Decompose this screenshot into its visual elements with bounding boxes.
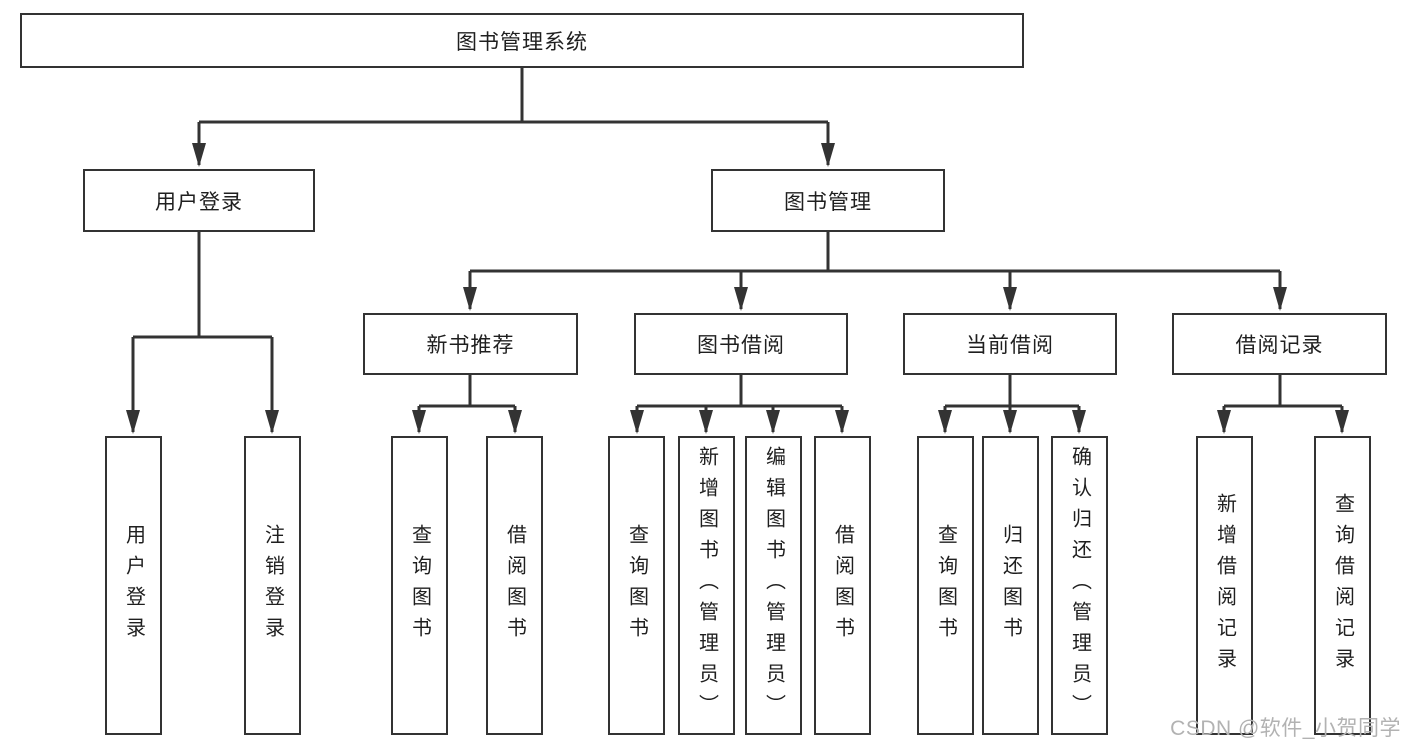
branch-borrow-records [1224, 375, 1342, 408]
leaf-return-book: 归还图书 [982, 436, 1039, 735]
branch-book-borrow [637, 375, 842, 408]
node-label: 确认归还（管理员） [1068, 446, 1091, 725]
node-label: 当前借阅 [966, 334, 1054, 357]
node-label: 借阅图书 [831, 523, 854, 648]
node-book-management: 图书管理 [711, 169, 945, 232]
node-label: 编辑图书（管理员） [762, 446, 785, 725]
leaf-query-books-borrow: 查询图书 [608, 436, 665, 735]
node-label: 查询借阅记录 [1331, 492, 1354, 679]
leaf-edit-book-admin: 编辑图书（管理员） [745, 436, 802, 735]
node-label: 归还图书 [999, 523, 1022, 648]
branch-book-management [470, 232, 1280, 273]
node-label: 新书推荐 [426, 334, 515, 357]
branch-current-borrow [945, 375, 1079, 408]
node-label: 用户登录 [155, 190, 243, 214]
node-label: 图书借阅 [697, 334, 785, 357]
branch-new-book [419, 375, 515, 408]
node-label: 查询图书 [408, 523, 431, 648]
node-book-borrow: 图书借阅 [634, 313, 848, 375]
node-label: 查询图书 [625, 523, 648, 648]
leaf-borrow-books: 借阅图书 [814, 436, 871, 735]
leaf-add-borrow-record: 新增借阅记录 [1196, 436, 1253, 735]
leaf-query-books-recommend: 查询图书 [391, 436, 448, 735]
leaf-query-books-current: 查询图书 [917, 436, 974, 735]
node-new-book-recommend: 新书推荐 [363, 313, 578, 375]
node-current-borrow: 当前借阅 [903, 313, 1117, 375]
leaf-query-borrow-record: 查询借阅记录 [1314, 436, 1371, 735]
node-label: 注销登录 [261, 523, 284, 648]
node-label: 用户登录 [122, 523, 145, 648]
csdn-watermark: CSDN @软件_小贺同学 [1170, 717, 1401, 740]
node-label: 图书管理 [784, 190, 872, 214]
leaf-borrow-books-recommend: 借阅图书 [486, 436, 543, 735]
leaf-user-login: 用户登录 [105, 436, 162, 735]
node-user-login: 用户登录 [83, 169, 315, 232]
branch-root [199, 68, 828, 124]
node-library-system: 图书管理系统 [20, 13, 1024, 68]
leaf-logout: 注销登录 [244, 436, 301, 735]
node-label: 查询图书 [934, 523, 957, 648]
node-label: 新增图书（管理员） [695, 446, 718, 725]
node-label: 借阅记录 [1235, 334, 1324, 357]
node-borrow-records: 借阅记录 [1172, 313, 1387, 375]
node-label: 借阅图书 [503, 523, 526, 648]
leaf-confirm-return-admin: 确认归还（管理员） [1051, 436, 1108, 735]
node-label: 图书管理系统 [456, 30, 588, 54]
node-label: 新增借阅记录 [1213, 492, 1236, 679]
leaf-add-book-admin: 新增图书（管理员） [678, 436, 735, 735]
branch-user-login [133, 232, 272, 339]
